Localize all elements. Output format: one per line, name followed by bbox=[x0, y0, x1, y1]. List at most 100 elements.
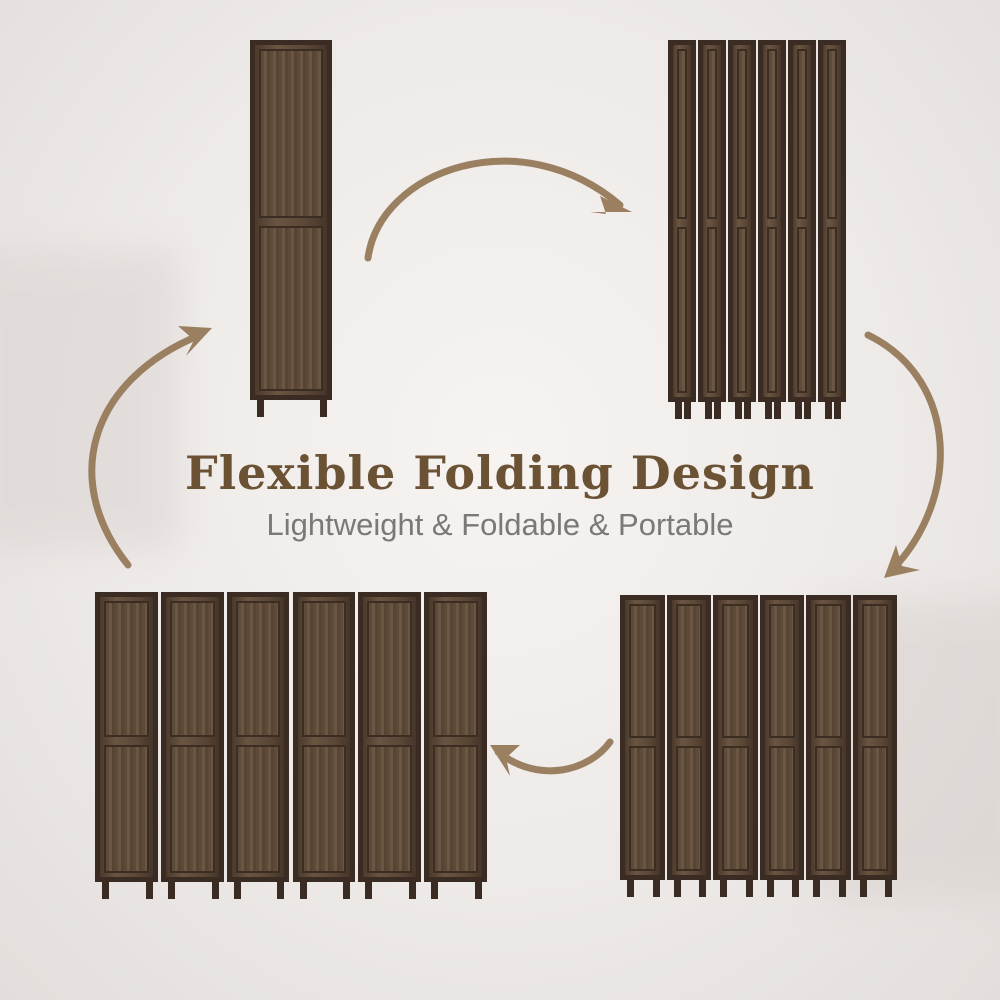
panel-leg bbox=[765, 397, 772, 419]
panel-upper bbox=[367, 601, 413, 738]
screen-panel bbox=[788, 40, 816, 419]
arrow-left bbox=[88, 331, 204, 569]
panel-lower bbox=[235, 745, 281, 873]
panel-leg bbox=[774, 397, 781, 419]
panel-leg bbox=[673, 875, 681, 897]
panel-upper bbox=[861, 604, 888, 738]
panel-lower bbox=[675, 745, 702, 871]
panel-lower bbox=[797, 227, 807, 393]
screen-half-folded bbox=[668, 40, 846, 419]
panel-leg bbox=[257, 395, 264, 417]
arrowhead-bottom bbox=[490, 745, 520, 776]
panel-leg bbox=[299, 877, 307, 899]
panel-leg bbox=[795, 397, 802, 419]
panel-upper bbox=[301, 601, 347, 738]
panel-upper bbox=[768, 604, 795, 738]
panel-lower bbox=[768, 745, 795, 871]
screen-panel bbox=[668, 40, 696, 419]
panel-lower bbox=[301, 745, 347, 873]
panel-upper bbox=[104, 601, 149, 738]
arrow-bottom bbox=[494, 738, 614, 775]
screen-panel bbox=[666, 595, 711, 897]
screen-panel bbox=[713, 595, 758, 897]
panel-lower bbox=[861, 745, 888, 871]
arrow-top bbox=[364, 157, 624, 262]
screen-panel bbox=[160, 592, 224, 899]
panel-leg bbox=[859, 875, 867, 897]
background-blur bbox=[0, 250, 180, 550]
panel-upper bbox=[767, 49, 777, 220]
panel-lower bbox=[827, 227, 837, 393]
panel-upper bbox=[259, 49, 323, 219]
panel-leg bbox=[720, 875, 727, 897]
arrowhead-left bbox=[178, 326, 212, 356]
screen-panel bbox=[226, 592, 290, 899]
panel-leg bbox=[766, 875, 774, 897]
screen-panel bbox=[759, 595, 804, 897]
screen-panel bbox=[95, 592, 158, 899]
screen-panel bbox=[620, 595, 665, 897]
panel-leg bbox=[825, 397, 832, 419]
screen-unfolded bbox=[95, 592, 487, 899]
panel-leg bbox=[735, 397, 742, 419]
panel-leg bbox=[699, 875, 706, 897]
screen-panel bbox=[250, 40, 332, 417]
panel-leg bbox=[652, 875, 660, 897]
panel-upper bbox=[629, 604, 656, 738]
panel-upper bbox=[235, 601, 281, 738]
screen-panel bbox=[806, 595, 851, 897]
panel-upper bbox=[737, 49, 747, 220]
panel-lower bbox=[367, 745, 413, 873]
screen-panel bbox=[728, 40, 756, 419]
panel-lower bbox=[259, 226, 323, 391]
panel-leg bbox=[343, 877, 351, 899]
panel-leg bbox=[365, 877, 373, 899]
arrow-right bbox=[864, 331, 944, 574]
panel-leg bbox=[145, 877, 153, 899]
panel-leg bbox=[804, 397, 811, 419]
panel-lower bbox=[707, 227, 717, 393]
screen-panel bbox=[758, 40, 786, 419]
panel-leg bbox=[714, 397, 721, 419]
panel-leg bbox=[885, 875, 892, 897]
panel-lower bbox=[815, 745, 842, 871]
panel-leg bbox=[211, 877, 219, 899]
title: Flexible Folding Design bbox=[185, 446, 815, 500]
panel-leg bbox=[705, 397, 712, 419]
panel-lower bbox=[104, 745, 149, 873]
arrowhead-top bbox=[590, 196, 632, 214]
panel-leg bbox=[627, 875, 634, 897]
panel-leg bbox=[684, 397, 691, 419]
panel-lower bbox=[767, 227, 777, 393]
panel-lower bbox=[629, 745, 656, 871]
panel-leg bbox=[813, 875, 820, 897]
panel-upper bbox=[827, 49, 837, 220]
arrowhead-right bbox=[884, 545, 920, 578]
panel-upper bbox=[722, 604, 749, 738]
panel-leg bbox=[745, 875, 753, 897]
panel-lower bbox=[677, 227, 687, 393]
panel-leg bbox=[409, 877, 417, 899]
panel-upper bbox=[707, 49, 717, 220]
panel-leg bbox=[233, 877, 241, 899]
subtitle: Lightweight & Foldable & Portable bbox=[266, 507, 734, 542]
panel-leg bbox=[838, 875, 846, 897]
panel-leg bbox=[675, 397, 682, 419]
panel-leg bbox=[277, 877, 285, 899]
panel-upper bbox=[169, 601, 215, 738]
panel-leg bbox=[474, 877, 482, 899]
panel-upper bbox=[675, 604, 702, 738]
panel-upper bbox=[433, 601, 478, 738]
panel-leg bbox=[744, 397, 751, 419]
screen-panel bbox=[424, 592, 487, 899]
panel-upper bbox=[677, 49, 687, 220]
screen-panel bbox=[698, 40, 726, 419]
screen-zigzag bbox=[620, 595, 897, 897]
panel-lower bbox=[722, 745, 749, 871]
screen-panel bbox=[358, 592, 422, 899]
panel-upper bbox=[815, 604, 842, 738]
screen-panel bbox=[852, 595, 897, 897]
panel-leg bbox=[102, 877, 109, 899]
panel-lower bbox=[737, 227, 747, 393]
